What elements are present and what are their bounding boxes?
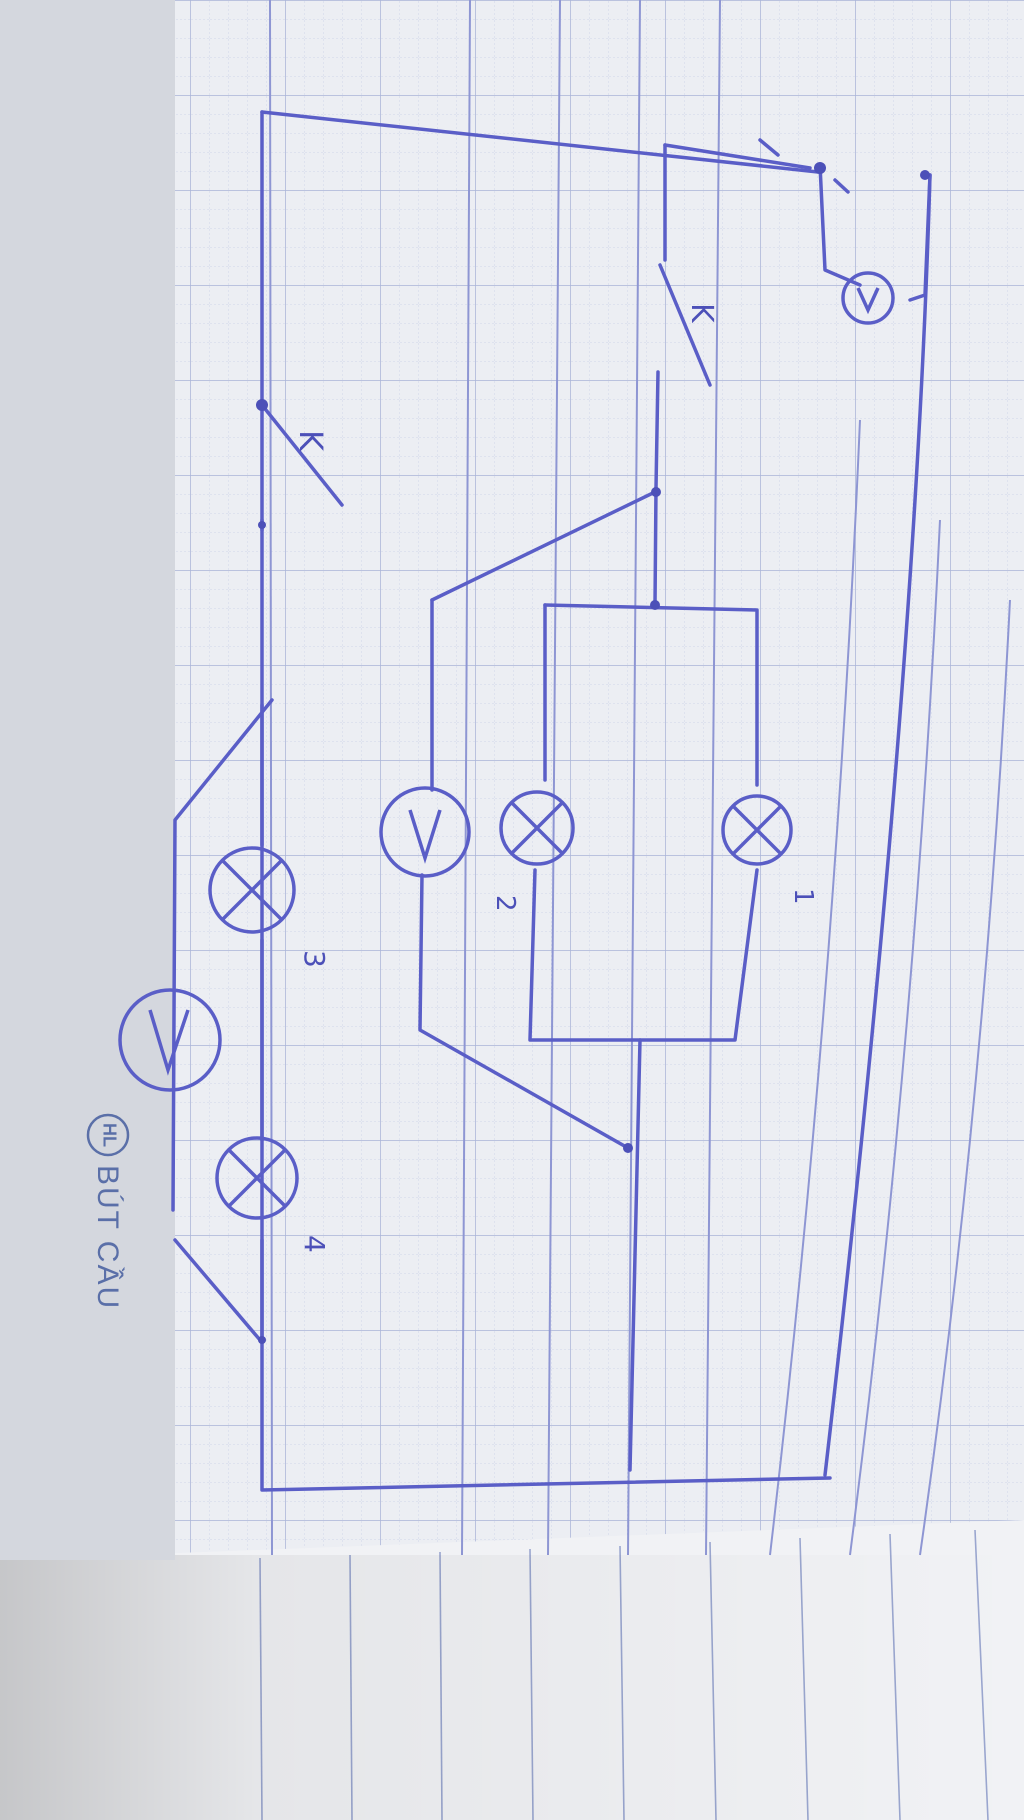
ruled-lines xyxy=(269,0,1011,1556)
lamp-1 xyxy=(721,794,793,866)
brand-logo-letters: HL xyxy=(99,1123,119,1147)
lined-page xyxy=(0,1520,1024,1820)
circuit-diagram xyxy=(171,110,932,1492)
lamp-3 xyxy=(208,846,296,934)
lamp-1-label: 1 xyxy=(788,888,818,905)
lamp-2-label: 2 xyxy=(490,895,520,912)
brand-logo: HL xyxy=(86,1113,130,1157)
voltmeter-middle xyxy=(379,786,471,878)
junction-dots xyxy=(256,162,930,1344)
lamp-2 xyxy=(499,790,575,866)
switch-top-label: K xyxy=(684,303,719,324)
lamp-4-label: 4 xyxy=(298,1235,331,1253)
graph-paper xyxy=(175,0,1024,1555)
brand-name: BÚT CẦU xyxy=(91,1165,125,1310)
switch-left-label: K xyxy=(292,430,330,452)
lamp-3-label: 3 xyxy=(298,950,331,968)
lamp-4 xyxy=(215,1136,299,1220)
voltmeter-bottom xyxy=(118,988,222,1092)
voltmeter-top xyxy=(841,271,895,325)
page-shadow xyxy=(0,0,175,1560)
